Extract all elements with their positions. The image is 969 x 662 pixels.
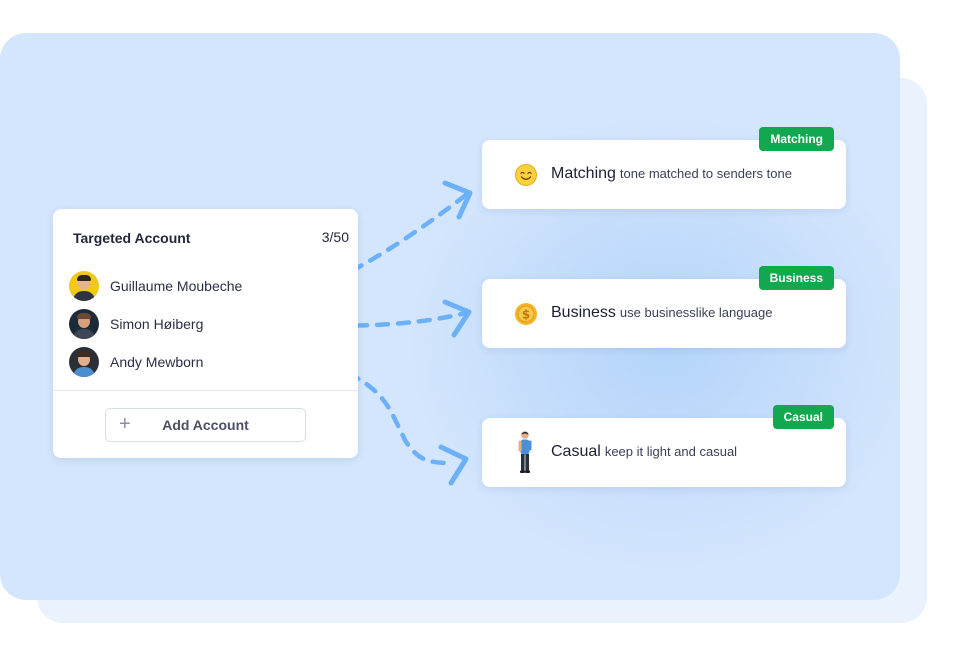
tone-name: Matching bbox=[551, 165, 616, 182]
smiley-icon bbox=[515, 164, 537, 186]
account-name: Simon Høiberg bbox=[110, 316, 204, 332]
tone-description: use businesslike language bbox=[619, 305, 773, 320]
divider bbox=[53, 390, 358, 391]
tone-badge: Casual bbox=[772, 405, 834, 429]
tone-description: keep it light and casual bbox=[604, 444, 738, 459]
avatar bbox=[69, 347, 99, 377]
tone-badge: Business bbox=[758, 266, 834, 290]
account-row[interactable]: Andy Mewborn bbox=[69, 346, 203, 378]
account-row[interactable]: Guillaume Moubeche bbox=[69, 270, 242, 302]
tone-description: tone matched to senders tone bbox=[619, 166, 792, 181]
tone-name: Casual bbox=[551, 443, 601, 460]
tone-name: Business bbox=[551, 304, 616, 321]
add-account-button[interactable]: + Add Account bbox=[105, 408, 306, 442]
avatar bbox=[69, 309, 99, 339]
standing-person-icon bbox=[518, 431, 532, 473]
card-title: Targeted Account bbox=[73, 230, 191, 246]
plus-icon: + bbox=[119, 413, 131, 435]
tone-badge: Matching bbox=[759, 127, 834, 151]
coin-icon: $ bbox=[515, 303, 537, 325]
arrowhead-matching bbox=[442, 180, 473, 220]
account-count: 3/50 bbox=[321, 229, 349, 245]
add-account-label: Add Account bbox=[162, 417, 249, 433]
account-row[interactable]: Simon Høiberg bbox=[69, 308, 203, 340]
arrowhead-casual bbox=[438, 444, 469, 486]
account-name: Guillaume Moubeche bbox=[110, 278, 243, 294]
arrowhead-business bbox=[442, 299, 472, 338]
targeted-account-card: Targeted Account 3/50 Guillaume Moubeche… bbox=[53, 209, 358, 458]
svg-text:$: $ bbox=[522, 308, 530, 322]
account-name: Andy Mewborn bbox=[110, 354, 204, 370]
avatar bbox=[69, 271, 99, 301]
